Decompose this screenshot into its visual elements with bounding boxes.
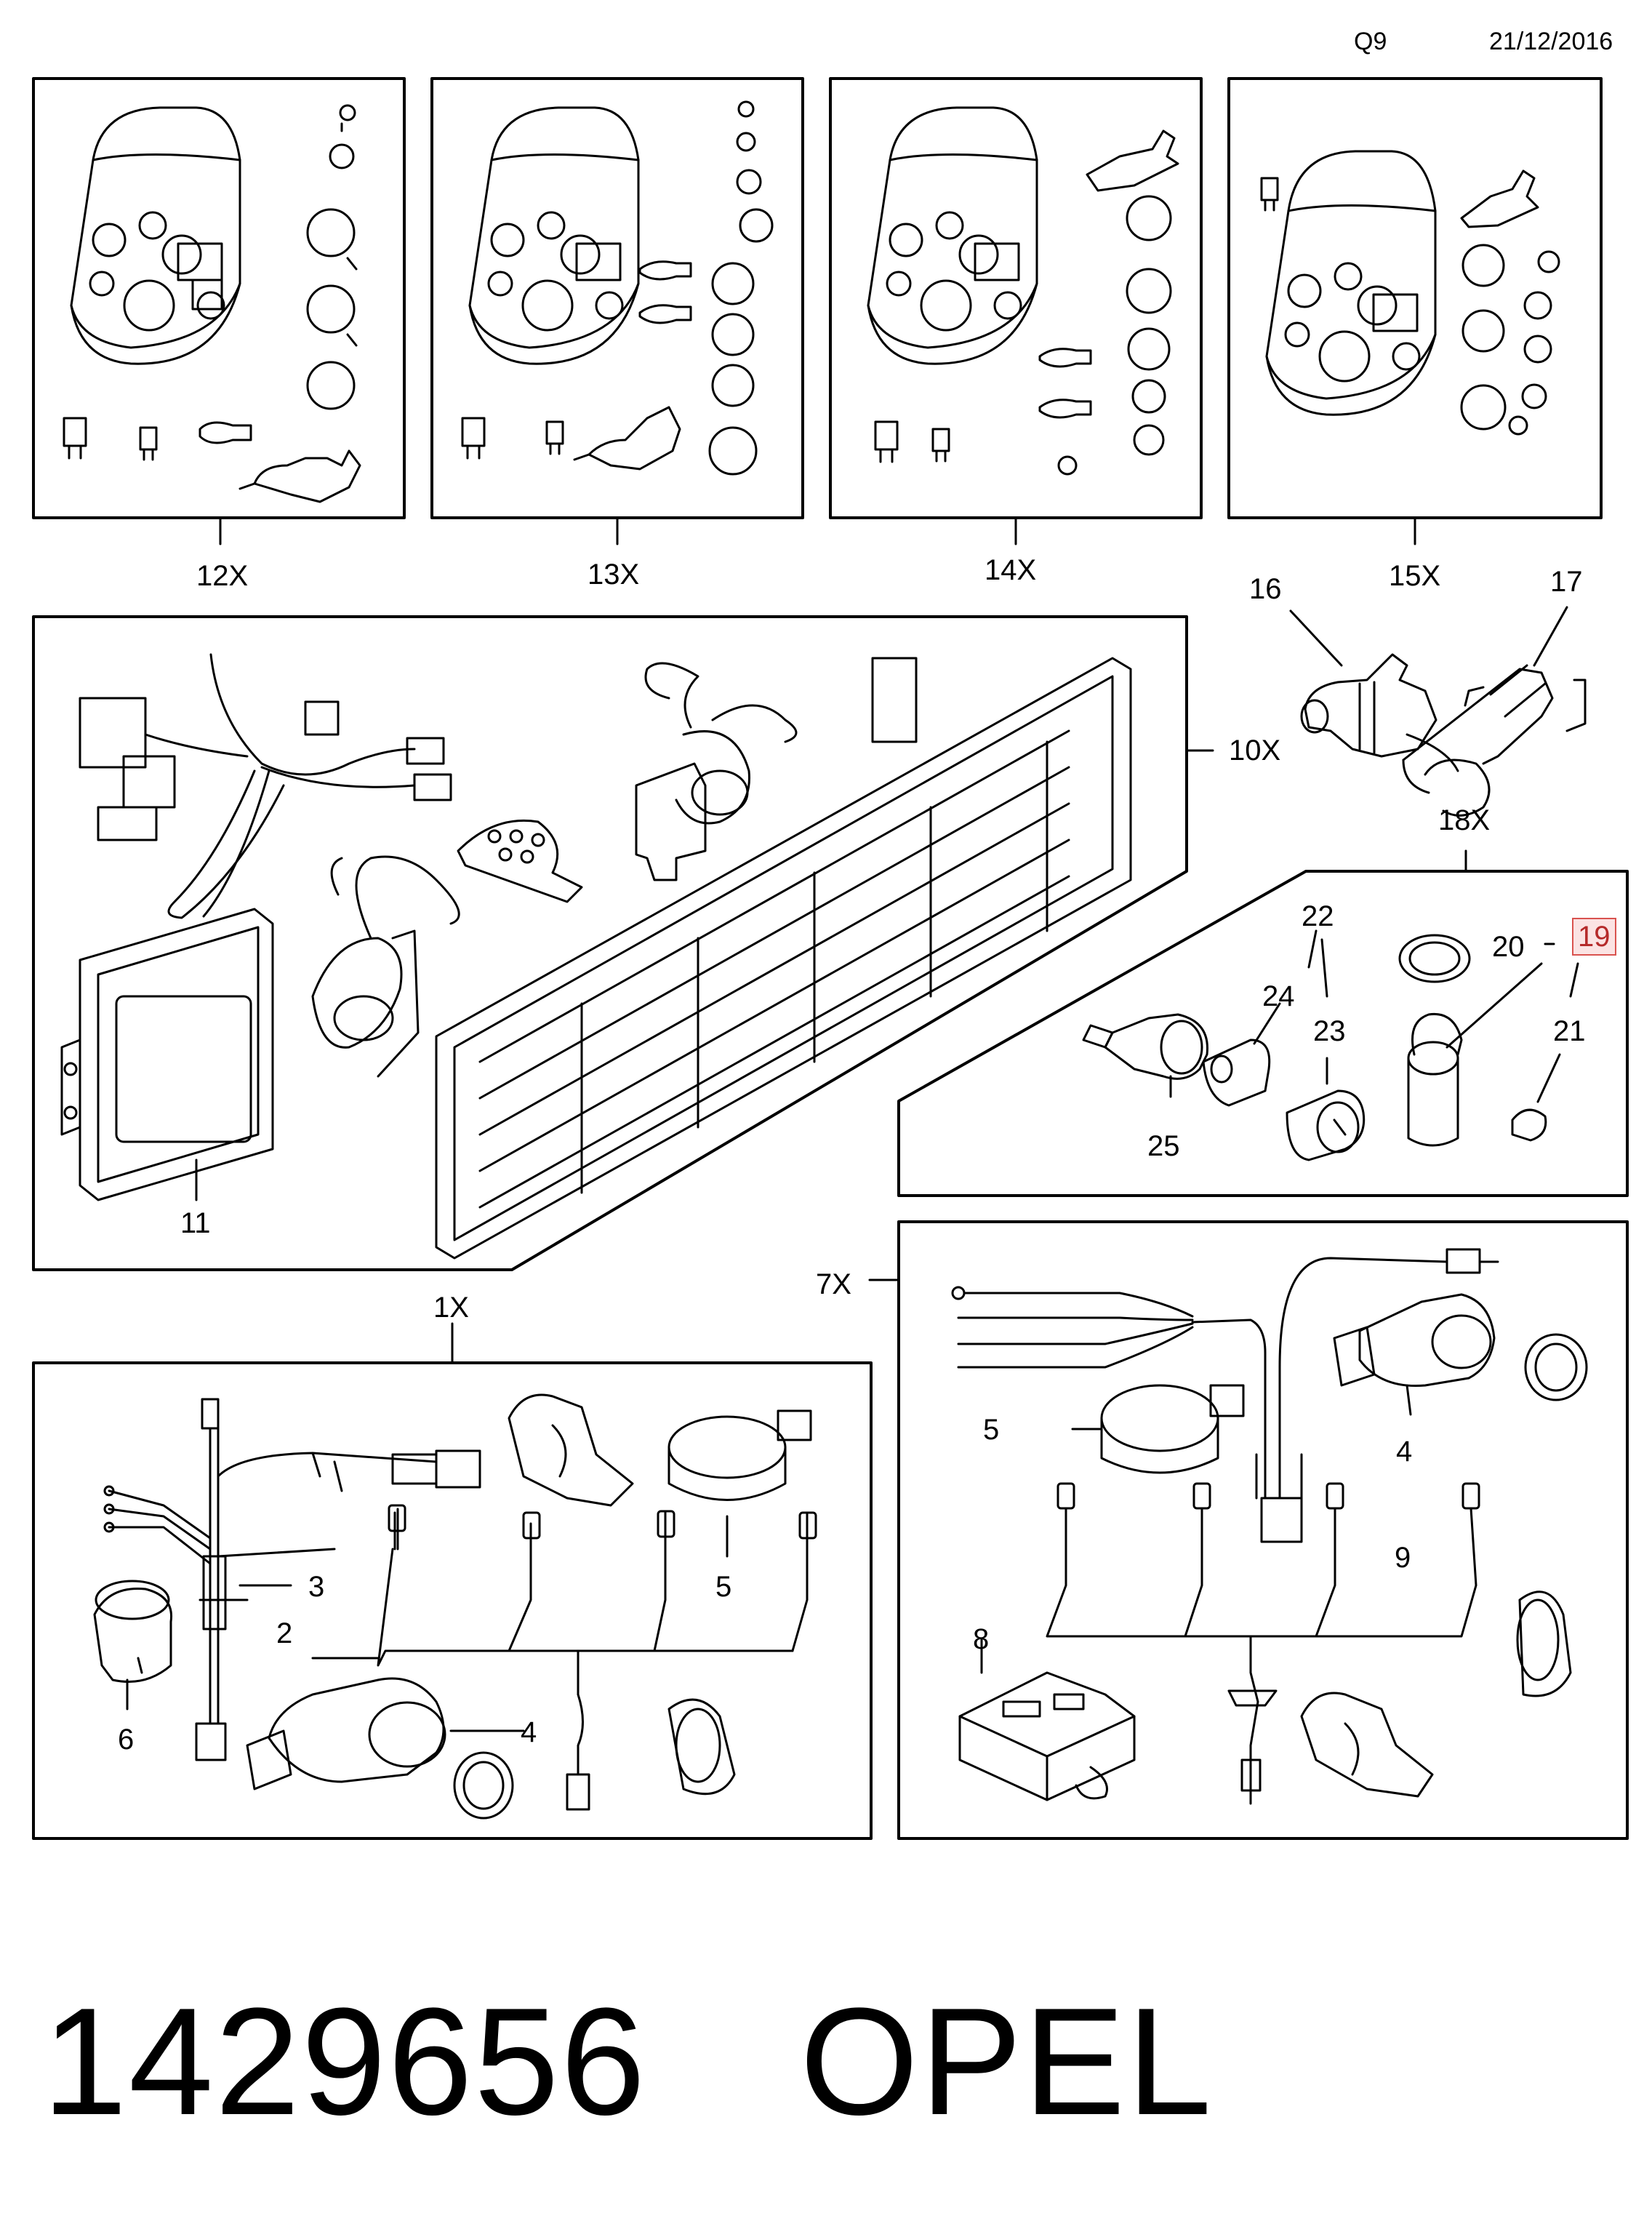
kit-18x-illustration bbox=[897, 849, 1629, 1197]
callout-18x: 18X bbox=[1438, 804, 1491, 836]
callout-3: 3 bbox=[308, 1571, 325, 1603]
callout-21: 21 bbox=[1553, 1015, 1586, 1047]
callout-6: 6 bbox=[118, 1724, 135, 1756]
diagram-date: 21/12/2016 bbox=[1489, 28, 1613, 55]
callout-4-kit-1x: 4 bbox=[521, 1716, 537, 1748]
callout-16: 16 bbox=[1249, 573, 1282, 605]
callout-7x: 7X bbox=[816, 1268, 851, 1300]
kit-10x-illustration bbox=[32, 615, 1214, 1271]
callout-24: 24 bbox=[1262, 980, 1295, 1012]
part-number: 1429656 bbox=[42, 1976, 647, 2147]
callout-10x: 10X bbox=[1229, 735, 1281, 767]
callout-23: 23 bbox=[1313, 1015, 1346, 1047]
brand-name: OPEL bbox=[800, 1976, 1214, 2147]
callout-5-kit-7x: 5 bbox=[983, 1414, 1000, 1446]
callout-22: 22 bbox=[1302, 900, 1334, 932]
bulb-kit-12x-illustration bbox=[32, 77, 406, 519]
callout-4-kit-7x: 4 bbox=[1396, 1436, 1413, 1468]
kit-1x-illustration bbox=[32, 1322, 873, 1840]
callout-1x: 1X bbox=[433, 1292, 469, 1324]
callout-14x: 14X bbox=[985, 554, 1037, 586]
callout-15x: 15X bbox=[1389, 560, 1441, 592]
callout-11: 11 bbox=[180, 1207, 211, 1239]
kit-7x-illustration bbox=[868, 1220, 1629, 1840]
bulb-kit-14x-illustration bbox=[829, 77, 1203, 519]
callout-12x: 12X bbox=[196, 560, 249, 592]
bulbs-16-17-illustration bbox=[1289, 606, 1587, 817]
callout-19-highlighted[interactable]: 19 bbox=[1572, 918, 1616, 956]
callout-8: 8 bbox=[973, 1623, 990, 1655]
callout-2: 2 bbox=[276, 1617, 293, 1649]
callout-13x: 13X bbox=[588, 559, 640, 591]
page-code: Q9 bbox=[1354, 28, 1387, 55]
callout-9: 9 bbox=[1395, 1542, 1411, 1574]
callout-20: 20 bbox=[1492, 931, 1525, 963]
bulb-kit-13x-illustration bbox=[430, 77, 804, 519]
callout-25: 25 bbox=[1147, 1130, 1180, 1162]
callout-17: 17 bbox=[1550, 566, 1583, 598]
bulb-kit-15x-illustration bbox=[1227, 77, 1603, 519]
callout-5-kit-1x: 5 bbox=[715, 1571, 732, 1603]
